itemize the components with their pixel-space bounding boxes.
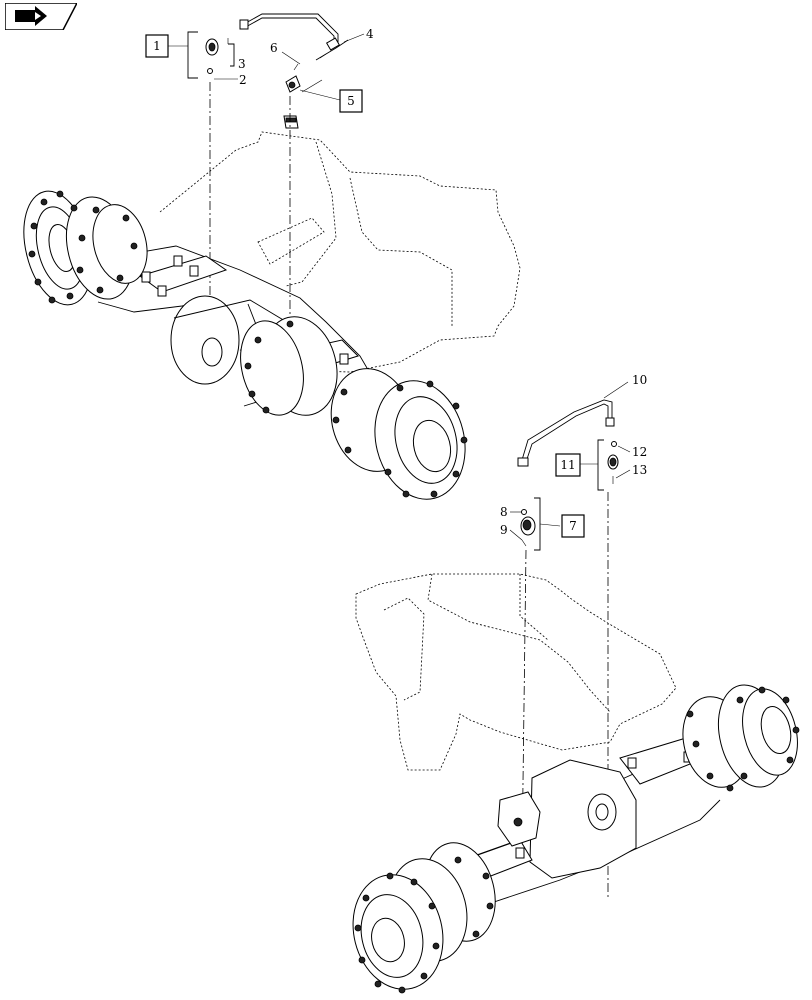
lower-right-studs <box>686 686 800 792</box>
callout-numbers: 2 3 4 6 8 9 10 12 13 <box>238 27 647 537</box>
next-page-button[interactable] <box>4 2 79 31</box>
upper-right-hub <box>240 316 468 500</box>
lower-axle-housing <box>355 573 721 911</box>
callout-label-1: 1 <box>153 39 161 53</box>
callout-label-2[interactable]: 2 <box>239 73 247 87</box>
lower-left-hub <box>352 842 496 994</box>
callout-label-4[interactable]: 4 <box>366 27 374 41</box>
callout-label-9[interactable]: 9 <box>500 523 508 537</box>
upper-left-hub <box>23 190 148 306</box>
upper-brake-line <box>239 13 349 61</box>
callout-label-13[interactable]: 13 <box>632 463 647 477</box>
lower-left-studs <box>354 856 494 994</box>
callout-label-12[interactable]: 12 <box>632 445 647 459</box>
callout-label-10[interactable]: 10 <box>632 373 647 387</box>
upper-leaders <box>168 31 365 101</box>
callout-label-5: 5 <box>347 94 355 108</box>
callout-label-8[interactable]: 8 <box>500 505 508 519</box>
upper-left-studs <box>28 190 138 304</box>
lower-fittings <box>520 441 619 547</box>
lower-right-hub <box>682 684 800 792</box>
callout-label-6[interactable]: 6 <box>270 41 278 55</box>
callout-label-11: 11 <box>560 458 575 472</box>
lower-leaders <box>509 381 631 551</box>
callout-box-7[interactable] <box>561 514 585 538</box>
callout-label-7: 7 <box>569 519 577 533</box>
upper-right-studs <box>244 320 468 498</box>
upper-fittings <box>205 38 327 129</box>
lower-brake-line <box>517 399 615 467</box>
callout-box-5[interactable] <box>339 89 363 113</box>
callout-label-3[interactable]: 3 <box>238 57 246 71</box>
callout-box-11[interactable] <box>555 453 581 477</box>
callout-boxes: 1 5 11 7 <box>145 34 585 538</box>
callout-box-1[interactable] <box>145 34 169 58</box>
